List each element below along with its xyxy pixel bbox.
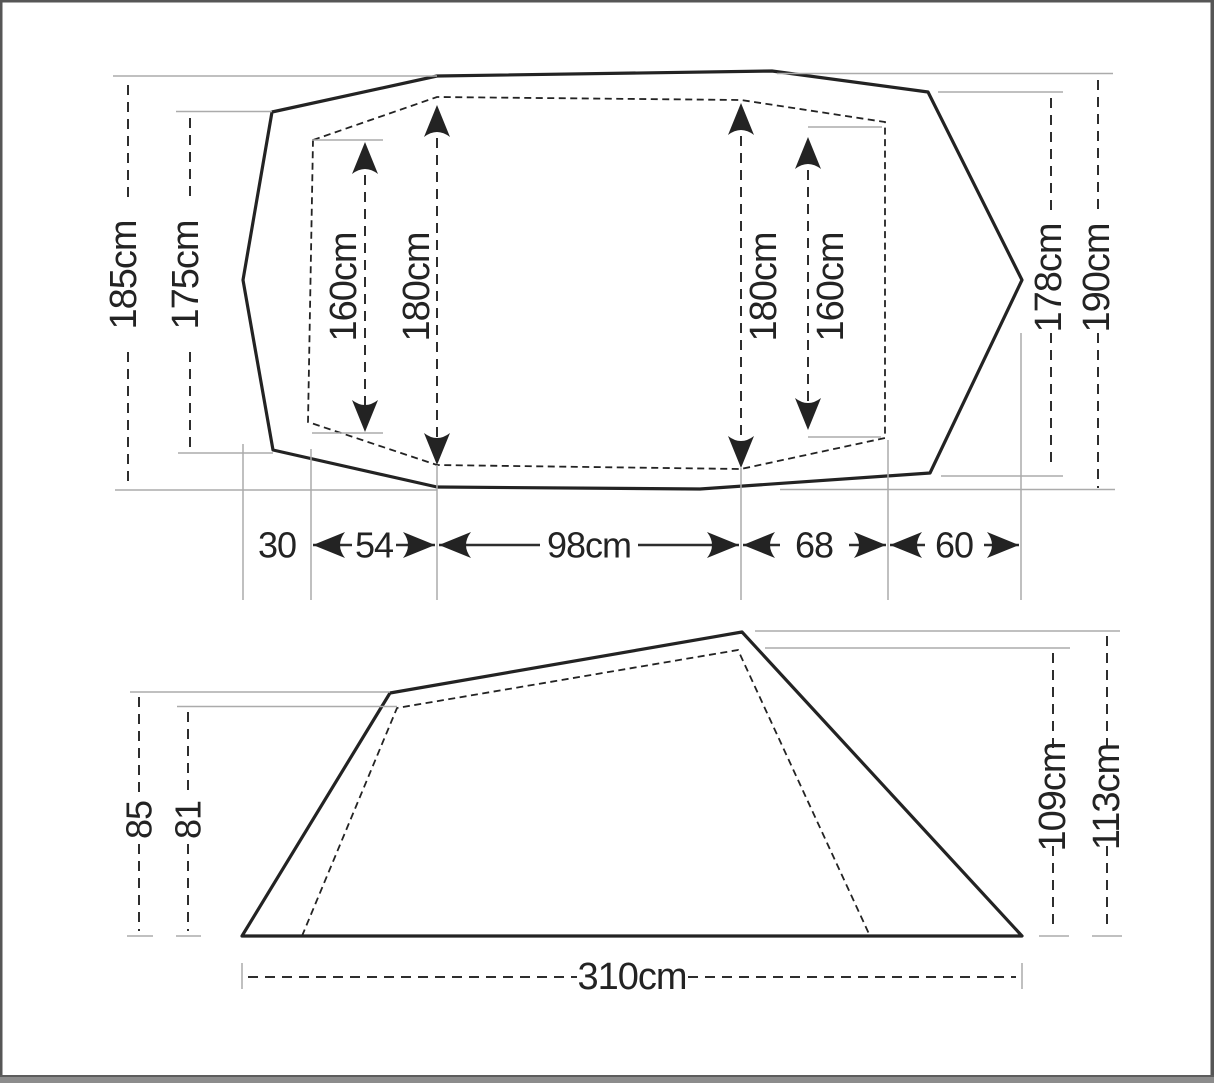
side-inner-dashed-outline — [301, 648, 871, 937]
plan-label-54: 54 — [355, 525, 393, 566]
plan-inner-dashed-outline — [307, 96, 886, 470]
arrowhead-up-icon — [728, 103, 754, 135]
plan-label-160cm-right: 160cm — [810, 232, 852, 341]
plan-label-190cm: 190cm — [1076, 223, 1118, 332]
arrowhead-down-icon — [728, 436, 754, 468]
plan-label-60: 60 — [935, 525, 973, 566]
frame-left-border — [0, 0, 3, 1083]
arrowhead-right-icon — [403, 532, 435, 558]
side-height-dimension-lines — [138, 636, 1108, 931]
plan-label-160cm-left: 160cm — [323, 232, 365, 341]
arrowhead-down-icon — [424, 433, 450, 465]
arrowhead-down-icon — [795, 398, 821, 430]
arrowhead-left-icon — [743, 532, 775, 558]
plan-label-185cm: 185cm — [103, 220, 145, 329]
plan-bottom-dimension-row: 30 54 98cm 68 60 — [258, 525, 1019, 566]
plan-label-178cm: 178cm — [1028, 223, 1070, 332]
arrowhead-down-icon — [352, 400, 378, 432]
plan-label-68: 68 — [795, 525, 833, 566]
arrowhead-left-icon — [313, 532, 345, 558]
plan-label-30: 30 — [258, 525, 296, 566]
side-label-310cm: 310cm — [577, 956, 686, 998]
plan-label-98cm: 98cm — [547, 525, 631, 566]
plan-extension-lines — [113, 72, 1115, 600]
side-label-109cm: 109cm — [1032, 742, 1074, 851]
side-label-85: 85 — [119, 801, 160, 839]
side-extension-lines — [127, 630, 1122, 989]
plan-inner-dimension-lines — [364, 119, 809, 452]
arrowhead-right-icon — [987, 532, 1019, 558]
plan-label-175cm: 175cm — [165, 220, 207, 329]
side-label-81: 81 — [168, 801, 209, 839]
arrowhead-up-icon — [424, 105, 450, 137]
arrowhead-up-icon — [795, 137, 821, 169]
plan-height-dimension-lines — [127, 80, 1099, 488]
plan-label-180cm-right: 180cm — [743, 232, 785, 341]
arrowhead-left-icon — [890, 532, 922, 558]
frame-bottom-bar-edge — [0, 1075, 1214, 1077]
plan-label-180cm-left: 180cm — [396, 232, 438, 341]
plan-inner-dimension-arrowheads — [352, 103, 821, 468]
arrowhead-left-icon — [439, 532, 471, 558]
side-label-113cm: 113cm — [1086, 744, 1128, 850]
arrowhead-up-icon — [352, 142, 378, 174]
side-view: 85 81 109cm 113cm 310cm — [119, 630, 1128, 998]
arrowhead-right-icon — [854, 532, 886, 558]
side-outer-outline — [240, 630, 1024, 938]
plan-view: 185cm 175cm 160cm 180cm 180cm 160cm 178c… — [103, 69, 1118, 600]
frame-top-border — [0, 0, 1214, 3]
frame-right-border — [1210, 0, 1214, 1083]
frame-bottom-bar — [0, 1076, 1214, 1083]
arrowhead-right-icon — [707, 532, 739, 558]
